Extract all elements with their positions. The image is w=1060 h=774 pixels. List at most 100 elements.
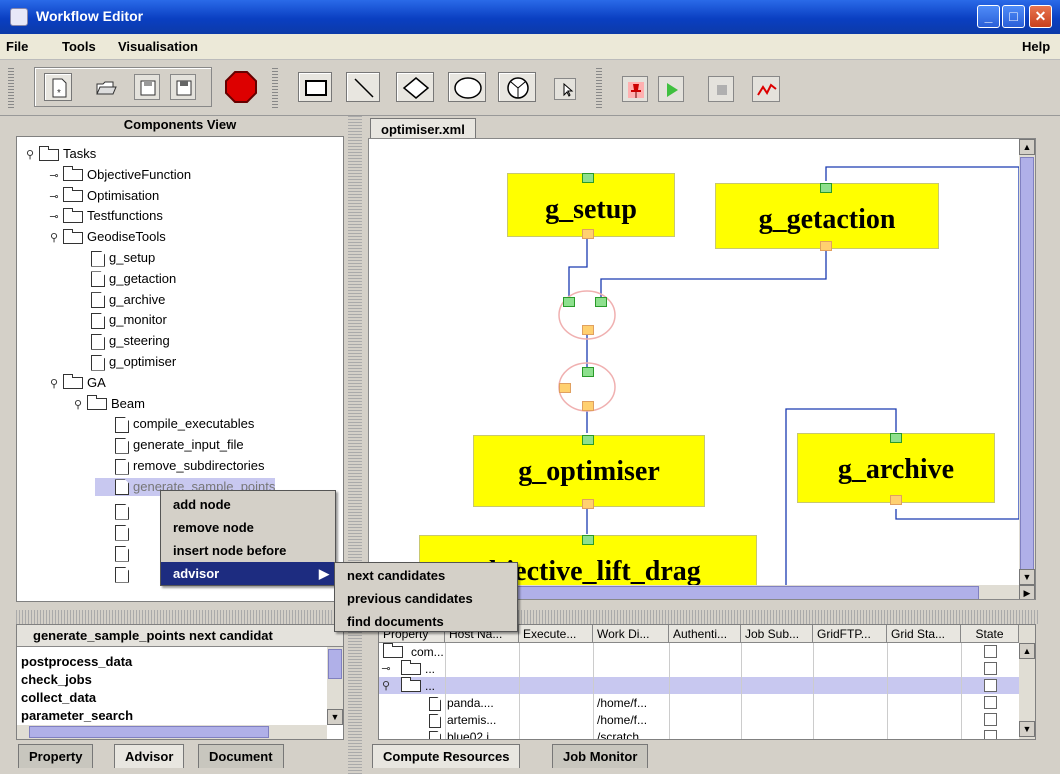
state-checkbox[interactable] [984,662,997,675]
fork-tool-button[interactable] [498,72,536,102]
tree-toggle-icon[interactable]: ⚲ [73,398,83,411]
state-checkbox[interactable] [984,730,997,739]
ellipse-tool-button[interactable] [448,72,486,102]
tree-toggle-icon[interactable]: ⚲ [49,232,59,245]
table-column-header[interactable]: GridFTP... [813,625,887,643]
table-row[interactable]: artemis.../home/f... [379,711,1019,728]
port-in-getaction[interactable] [820,183,832,193]
submenu-item[interactable]: previous candidates [347,591,473,606]
stop-button[interactable] [224,70,258,104]
table-column-header[interactable]: Grid Sta... [887,625,961,643]
tree-item[interactable] [95,544,133,562]
canvas-scroll-down[interactable]: ▼ [1019,569,1035,585]
tree-item[interactable]: ⚲GA [47,374,106,392]
tree-toggle-icon[interactable]: ⚲ [25,149,35,161]
pin-button[interactable] [622,76,648,102]
tree-item[interactable] [95,523,133,541]
rectangle-tool-button[interactable] [298,72,332,102]
advisor-list-item[interactable]: check_jobs [21,672,92,687]
tab-advisor[interactable]: Advisor [114,744,185,768]
table-row[interactable]: com... [379,643,1019,660]
port-fork-in-2[interactable] [595,297,607,307]
save-as-button[interactable] [170,74,196,100]
tree-item[interactable]: ⊸Optimisation [47,187,159,205]
tree-item[interactable] [95,502,133,520]
table-row[interactable]: ⊸... [379,660,1019,677]
port-out-setup[interactable] [582,229,594,239]
advisor-vscroll-thumb[interactable] [328,649,342,679]
tree-item[interactable]: ⊸ObjectiveFunction [47,166,191,184]
table-column-header[interactable]: Authenti... [669,625,741,643]
tree-item[interactable]: ⚲Tasks [23,145,96,163]
tree-item[interactable]: g_monitor [71,311,167,329]
port-out-getaction[interactable] [820,241,832,251]
canvas-vscroll-thumb[interactable] [1020,157,1034,575]
tree-toggle-icon[interactable]: ⊸ [49,169,59,182]
table-column-header[interactable]: State [961,625,1019,643]
workflow-canvas[interactable]: g_setup g_getaction g_optimiser g_archiv… [368,138,1036,600]
select-tool-button[interactable] [554,78,576,100]
submenu-item[interactable]: next candidates [347,568,446,583]
advisor-list-item[interactable]: collect_data [21,690,97,705]
advisor-list-item[interactable]: parameter_search [21,708,134,723]
tree-item[interactable]: g_archive [71,291,165,309]
maximize-button[interactable]: □ [1002,5,1025,28]
state-checkbox[interactable] [984,679,997,692]
tab-property[interactable]: Property [18,744,94,768]
port-merge-out[interactable] [582,401,594,411]
diamond-tool-button[interactable] [396,72,434,102]
table-column-header[interactable]: Execute... [519,625,593,643]
horizontal-splitter-right[interactable] [368,610,1038,624]
port-in-archive[interactable] [890,433,902,443]
context-menu-item[interactable]: remove node [173,520,254,535]
table-row[interactable]: blue02.i.../scratch... [379,728,1019,739]
tab-compute-resources[interactable]: Compute Resources [372,744,521,768]
node-g-optimiser[interactable]: g_optimiser [473,435,705,507]
node-g-getaction[interactable]: g_getaction [715,183,939,249]
menu-help[interactable]: Help [1022,39,1051,54]
menu-tools[interactable]: Tools [62,39,96,54]
tree-toggle-icon[interactable]: ⊸ [381,663,391,675]
table-column-header[interactable]: Job Sub... [741,625,813,643]
tree-item[interactable]: generate_input_file [95,436,244,454]
canvas-scroll-right[interactable]: ▶ [1019,585,1035,599]
tree-item[interactable]: g_getaction [71,270,176,288]
toolbar-grip[interactable] [8,66,14,108]
table-scroll-down[interactable]: ▼ [1019,721,1035,737]
tree-item[interactable]: compile_executables [95,415,254,433]
canvas-scroll-up[interactable]: ▲ [1019,139,1035,155]
toolbar-grip-3[interactable] [596,66,602,108]
tab-optimiser-xml[interactable]: optimiser.xml [370,118,476,140]
tree-item[interactable]: ⊸Testfunctions [47,207,163,225]
advisor-hscroll-thumb[interactable] [29,726,269,738]
tree-item[interactable]: g_optimiser [71,353,176,371]
port-fork-in-1[interactable] [563,297,575,307]
port-in-setup[interactable] [582,173,594,183]
run-button[interactable] [658,76,684,102]
port-out-optimiser[interactable] [582,499,594,509]
table-column-header[interactable]: Work Di... [593,625,669,643]
advisor-scroll-down[interactable]: ▼ [327,709,343,725]
tree-toggle-icon[interactable]: ⊸ [49,190,59,203]
submenu-item[interactable]: find documents [347,614,444,629]
menu-file[interactable]: File [6,39,29,54]
table-row[interactable]: ⚲... [379,677,1019,694]
close-button[interactable]: ✕ [1029,5,1052,28]
port-fork-out[interactable] [582,325,594,335]
tree-item[interactable]: remove_subdirectories [95,457,265,475]
tree-item[interactable] [95,565,133,583]
port-in-objective[interactable] [582,535,594,545]
tree-item[interactable]: ⚲Beam [71,395,145,413]
state-checkbox[interactable] [984,645,997,658]
vertical-splitter[interactable] [348,116,362,774]
context-menu-item[interactable]: add node [173,497,231,512]
stop-run-button[interactable] [708,76,734,102]
tab-document[interactable]: Document [198,744,284,768]
state-checkbox[interactable] [984,696,997,709]
menu-visualisation[interactable]: Visualisation [118,39,198,54]
monitor-button[interactable] [752,76,780,102]
minimize-button[interactable]: _ [977,5,1000,28]
context-menu-item[interactable]: advisor▶ [161,562,335,585]
horizontal-splitter-left[interactable] [16,610,344,624]
